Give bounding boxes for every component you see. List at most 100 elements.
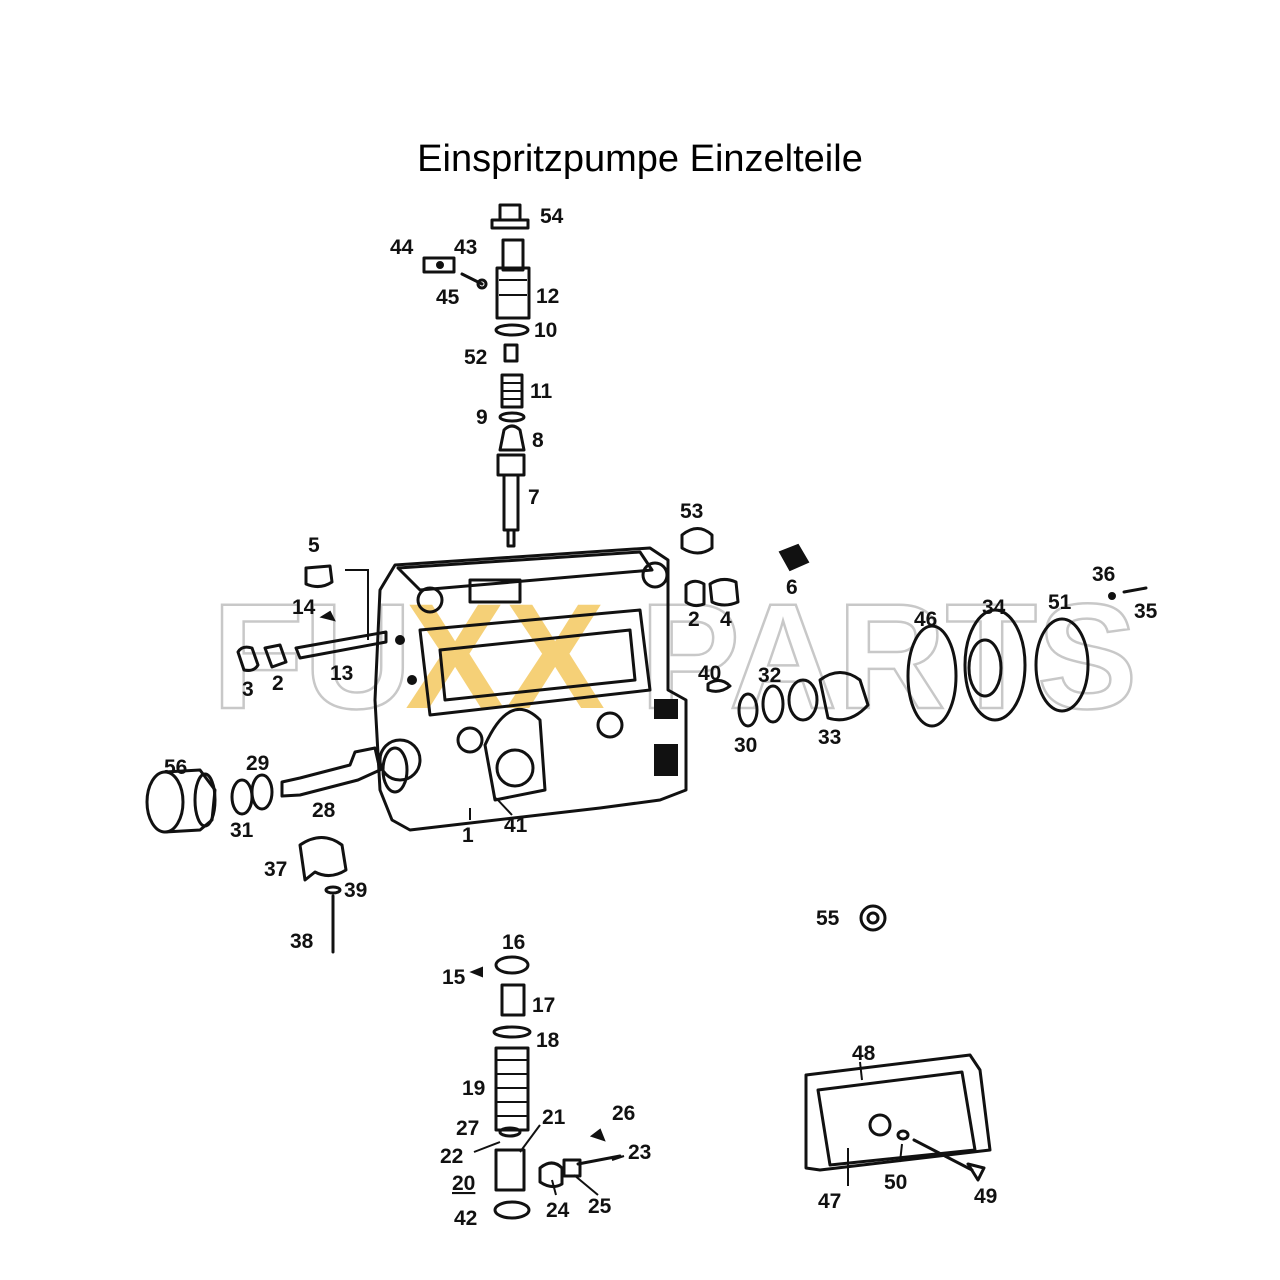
label-10: 10 <box>534 319 557 342</box>
part-6-screw <box>778 543 810 572</box>
part-4-nut <box>708 577 740 607</box>
part-8-valve-seat <box>498 424 526 452</box>
part-52-valve <box>503 343 519 363</box>
part-15-pin <box>469 966 483 978</box>
part-53-cap <box>680 527 714 555</box>
governor-flange <box>483 708 547 802</box>
label-33: 33 <box>818 726 841 749</box>
part-2-nut-left <box>263 643 288 669</box>
part-49-bolt <box>912 1138 974 1172</box>
label-35: 35 <box>1134 600 1158 623</box>
label-3: 3 <box>242 678 254 701</box>
label-18: 18 <box>536 1029 560 1052</box>
part-10-ring <box>494 323 530 337</box>
part-32-ring <box>761 684 785 724</box>
part-1-housing-outline <box>373 546 688 832</box>
part-42-roller <box>493 1200 531 1220</box>
watermark-text-parts: PARTS <box>640 572 1137 740</box>
label-7: 7 <box>528 486 540 509</box>
part-12-holder <box>495 266 531 320</box>
part-50-washer <box>896 1129 910 1141</box>
clamp-parts <box>422 256 488 290</box>
part-16-plate <box>494 955 530 975</box>
label-25: 25 <box>588 1195 612 1218</box>
part-30-ring <box>737 692 759 728</box>
label-37: 37 <box>264 858 287 881</box>
part-5-plug <box>304 564 334 589</box>
part-23-shaft <box>576 1154 622 1166</box>
label-36: 36 <box>1092 563 1115 586</box>
label-6: 6 <box>786 576 798 599</box>
label-19: 19 <box>462 1077 485 1100</box>
part-number-labels: 1 2 2 3 4 5 6 7 8 9 10 11 12 13 14 15 16… <box>164 205 1158 1230</box>
part-33-bearing <box>818 671 870 722</box>
part-56-bearing-outer <box>145 770 185 834</box>
part-34-end-cover <box>963 608 1027 722</box>
leader-lines <box>469 797 903 1196</box>
label-23: 23 <box>628 1141 651 1164</box>
part-48-gasket <box>804 1053 992 1172</box>
label-14: 14 <box>292 596 316 619</box>
label-5: 5 <box>308 534 320 557</box>
part-44-clamp <box>422 256 456 274</box>
housing-window <box>418 608 652 717</box>
label-34: 34 <box>982 596 1006 619</box>
part-3-nut <box>236 645 260 672</box>
part-51-oring <box>1034 617 1090 713</box>
part-31-ring <box>230 778 254 816</box>
label-31: 31 <box>230 819 254 842</box>
watermark-text-xx: XX <box>405 572 605 740</box>
label-16: 16 <box>502 931 525 954</box>
label-38: 38 <box>290 930 314 953</box>
part-54-cap <box>490 203 530 230</box>
delivery-valve-stack <box>490 203 531 548</box>
label-12: 12 <box>536 285 559 308</box>
part-40-key <box>706 679 732 693</box>
label-22: 22 <box>440 1145 463 1168</box>
pump-housing <box>373 546 688 832</box>
label-44: 44 <box>390 236 414 259</box>
label-30: 30 <box>734 734 757 757</box>
diagram-title: Einspritzpumpe Einzelteile <box>417 138 863 180</box>
part-17-sleeve <box>500 983 526 1017</box>
label-29: 29 <box>246 752 269 775</box>
label-54: 54 <box>540 205 564 228</box>
part-14-pin <box>319 610 336 622</box>
part-18-washer <box>492 1025 532 1039</box>
part-7-barrel-head <box>496 453 526 477</box>
label-1: 1 <box>462 824 474 847</box>
label-41: 41 <box>504 814 528 837</box>
part-35-screw <box>1122 586 1148 594</box>
label-8: 8 <box>532 429 544 452</box>
part-55-plug <box>859 904 887 932</box>
part-12-nut-top <box>501 238 525 272</box>
part-13-rack <box>294 630 388 660</box>
label-11: 11 <box>530 380 553 403</box>
part-7-plunger <box>502 473 520 532</box>
part-24-nut <box>538 1161 564 1189</box>
part-46-gasket <box>906 624 958 728</box>
cover-plate <box>804 1053 992 1182</box>
label-49: 49 <box>974 1185 997 1208</box>
right-side-parts <box>680 527 1148 728</box>
label-39: 39 <box>344 879 367 902</box>
part-29-ring <box>250 773 274 811</box>
part-37-lever <box>298 836 348 882</box>
label-40: 40 <box>698 662 721 685</box>
part-33-bearing-inner <box>787 678 819 722</box>
label-24: 24 <box>546 1199 570 1222</box>
label-52: 52 <box>464 346 487 369</box>
part-2-nut-right <box>684 579 706 608</box>
label-48: 48 <box>852 1042 876 1065</box>
label-20: 20 <box>452 1172 475 1195</box>
camshaft-left <box>145 746 409 834</box>
part-9-washer <box>498 411 526 423</box>
label-45: 45 <box>436 286 460 309</box>
label-43: 43 <box>454 236 477 259</box>
label-2-left: 2 <box>272 672 284 695</box>
control-rack-parts <box>236 564 388 672</box>
label-55: 55 <box>816 907 840 930</box>
label-4: 4 <box>720 608 732 631</box>
label-50: 50 <box>884 1171 907 1194</box>
